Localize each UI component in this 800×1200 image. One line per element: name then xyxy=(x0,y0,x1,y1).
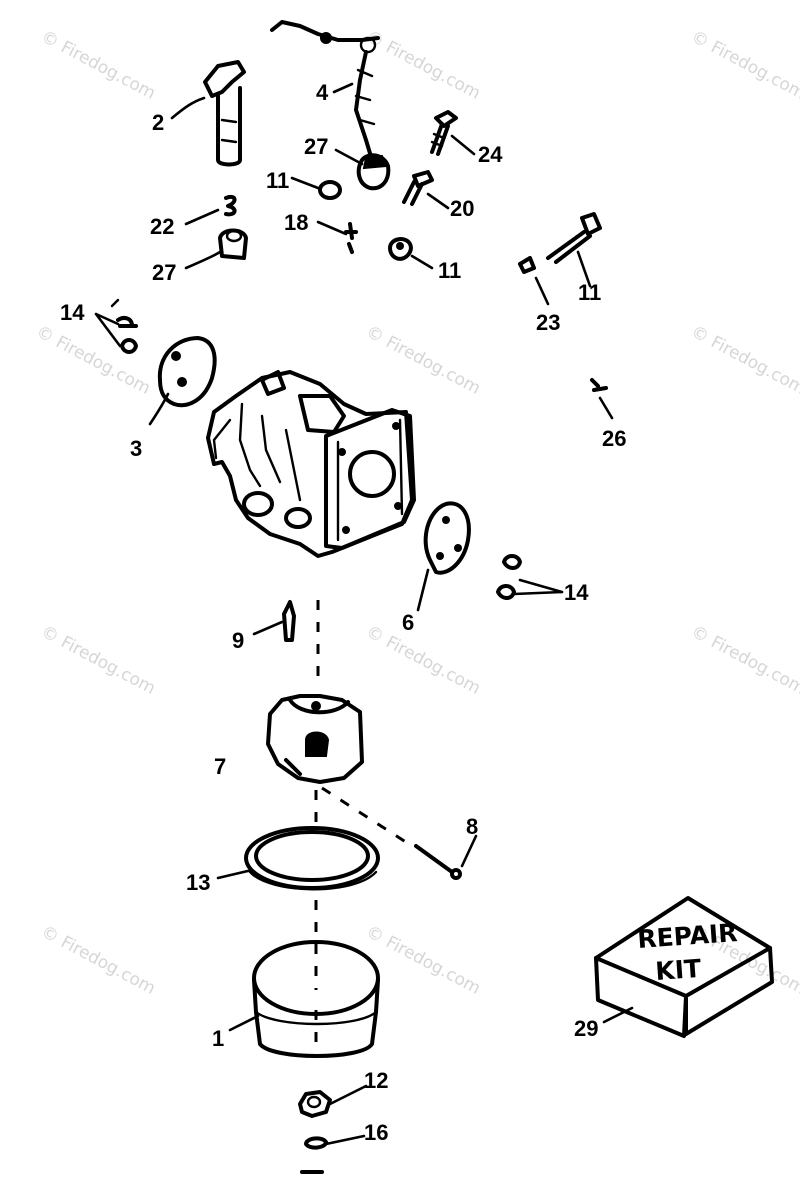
watermark: © Firedog.com xyxy=(363,27,484,104)
callout-9: 9 xyxy=(232,628,244,653)
leader-lines xyxy=(94,82,634,1146)
part-throttle-linkage xyxy=(270,20,380,162)
watermark: © Firedog.com xyxy=(363,922,484,999)
part-seal-upper xyxy=(356,153,391,191)
part-float-bowl xyxy=(252,940,380,1058)
callout-3: 3 xyxy=(130,436,142,461)
callout-6: 6 xyxy=(402,610,414,635)
callout-27-upper: 27 xyxy=(304,134,328,159)
callout-16: 16 xyxy=(364,1120,388,1145)
part-screws-14a xyxy=(110,298,138,354)
watermark: © Firedog.com xyxy=(688,27,800,104)
callout-26: 26 xyxy=(602,426,626,451)
part-bowl-gasket xyxy=(244,826,380,891)
part-spring-23 xyxy=(518,256,536,274)
callout-22: 22 xyxy=(150,214,174,239)
part-float-pin xyxy=(414,844,462,880)
callout-7: 7 xyxy=(214,754,226,779)
watermark: © Firedog.com xyxy=(688,322,800,399)
part-idle-screw xyxy=(546,212,602,264)
part-cover-plate xyxy=(157,336,217,408)
callout-24: 24 xyxy=(478,142,503,167)
part-washer-a xyxy=(318,180,342,200)
part-bowl-nut xyxy=(298,1090,332,1118)
repair-kit-label-line1: REPAIR xyxy=(636,918,738,954)
callout-18: 18 xyxy=(284,210,308,235)
callout-11-a: 11 xyxy=(266,168,289,193)
part-gasket-plate xyxy=(423,501,471,575)
watermark: © Firedog.com xyxy=(38,622,159,699)
repair-kit-box: REPAIR KIT xyxy=(594,896,774,1038)
part-inlet-needle xyxy=(282,600,296,642)
callout-23: 23 xyxy=(536,310,560,335)
callout-13: 13 xyxy=(186,870,210,895)
callout-29: 29 xyxy=(574,1016,598,1041)
watermarks: © Firedog.com © Firedog.com © Firedog.co… xyxy=(33,27,800,999)
part-screw-20 xyxy=(402,170,434,206)
callout-27-lower: 27 xyxy=(152,260,176,285)
callout-8: 8 xyxy=(466,814,478,839)
assembly-axis xyxy=(314,600,413,1050)
part-washer-b xyxy=(388,237,413,261)
watermark: © Firedog.com xyxy=(688,622,800,699)
callout-2: 2 xyxy=(152,110,164,135)
part-bowl-washer xyxy=(300,1136,328,1174)
watermark: © Firedog.com xyxy=(363,622,484,699)
part-seal-lower xyxy=(218,228,248,260)
part-lever-shaft xyxy=(203,60,246,167)
part-carburetor-body xyxy=(206,370,416,558)
part-screws-14b xyxy=(496,554,522,600)
callout-14-lower: 14 xyxy=(564,580,589,605)
repair-kit-label-line2: KIT xyxy=(654,954,702,986)
callout-20: 20 xyxy=(450,196,474,221)
part-float xyxy=(266,694,364,784)
watermark: © Firedog.com xyxy=(38,27,159,104)
part-screw-24 xyxy=(430,110,458,156)
watermark: © Firedog.com xyxy=(38,922,159,999)
callout-14-upper: 14 xyxy=(60,300,85,325)
part-pin-26 xyxy=(590,378,608,392)
callout-11-b: 11 xyxy=(438,258,461,283)
callout-12: 12 xyxy=(364,1068,388,1093)
callout-11-c: 11 xyxy=(578,280,601,305)
callout-1: 1 xyxy=(212,1026,224,1051)
watermark: © Firedog.com xyxy=(363,322,484,399)
callouts: 2 4 27 11 24 22 20 18 27 11 11 23 14 3 2… xyxy=(60,80,626,1145)
part-spring xyxy=(224,195,237,217)
watermark: © Firedog.com xyxy=(33,322,154,399)
part-small-screw xyxy=(344,222,358,254)
callout-4: 4 xyxy=(316,80,329,105)
